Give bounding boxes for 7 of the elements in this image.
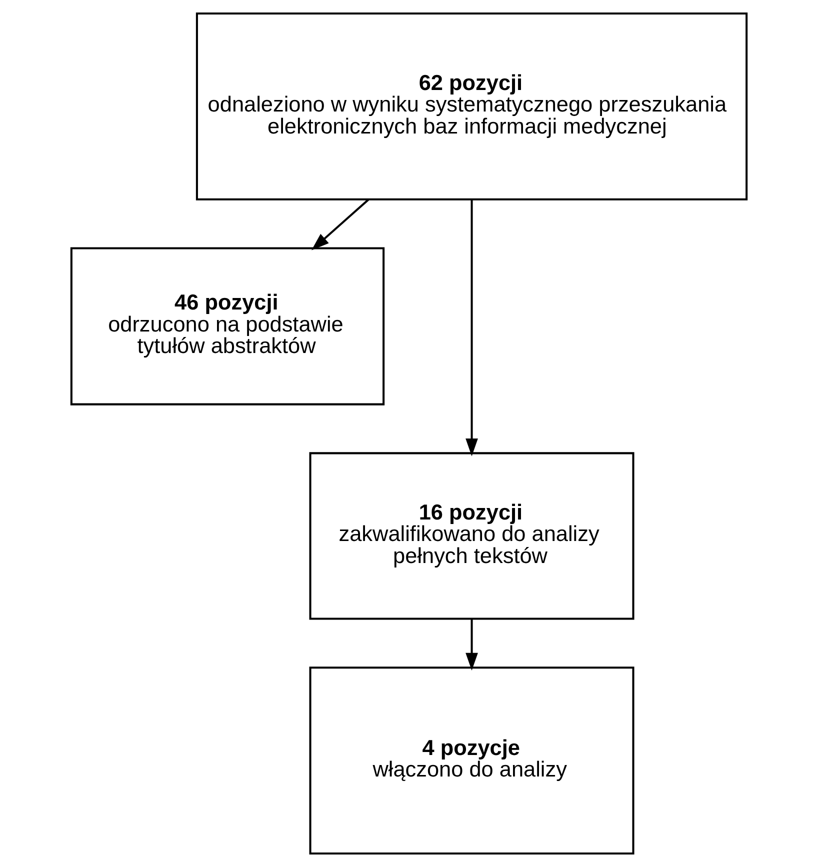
node-box: 4 pozycje włączono do analizy [309, 666, 634, 855]
arrow [466, 619, 478, 671]
node-box: 62 pozycji odnaleziono w wyniku systematycznego przeszukania elektronicznych baz informacji medycznej [196, 12, 748, 200]
node-box: 16 pozycji zakwalifikowano do analizy pełnych tekstów [309, 452, 634, 620]
arrow [311, 198, 370, 250]
arrow [466, 200, 478, 456]
node-box: 46 pozycji odrzucono na podstawie tytułów abstraktów [70, 247, 385, 406]
